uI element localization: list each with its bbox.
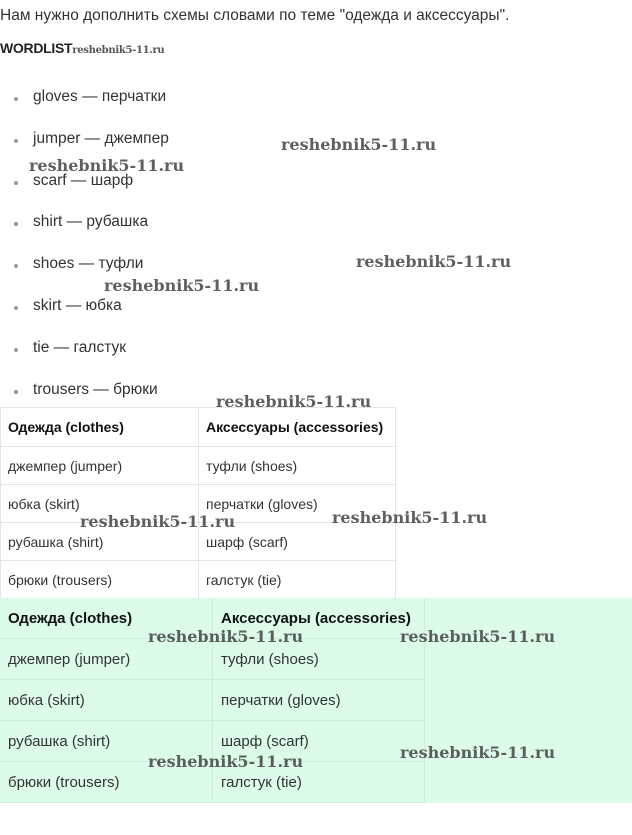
header-accessories: Аксессуары (accessories) — [198, 407, 396, 447]
cell: юбка (skirt) — [0, 484, 199, 523]
intro-text: Нам нужно дополнить схемы словами по тем… — [0, 7, 510, 24]
watermark: reshebnik5-11.ru — [80, 512, 236, 531]
word: tie — галстук — [33, 338, 127, 356]
table-header-row: Одежда (clothes)Аксессуары (accessories) — [0, 598, 425, 639]
word: jumper — джемпер — [33, 129, 169, 147]
cell: рубашка (shirt) — [0, 720, 213, 762]
answer-table-highlighted: Одежда (clothes)Аксессуары (accessories)… — [0, 598, 425, 803]
table-row: юбка (skirt)перчатки (gloves) — [0, 679, 425, 721]
header-accessories: Аксессуары (accessories) — [212, 598, 425, 639]
cell: перчатки (gloves) — [212, 679, 425, 721]
list-item: gloves — перчатки — [14, 88, 169, 130]
cell: юбка (skirt) — [0, 679, 213, 721]
bullet-icon — [14, 347, 18, 352]
table-row: рубашка (shirt)шарф (scarf) — [0, 720, 425, 762]
list-item: jumper — джемпер — [14, 130, 169, 172]
watermark: reshebnik5-11.ru — [356, 252, 512, 271]
word: shirt — рубашка — [33, 213, 149, 231]
word-list: gloves — перчатки jumper — джемпер scarf… — [14, 88, 169, 422]
header-clothes: Одежда (clothes) — [0, 598, 213, 639]
word: scarf — шарф — [33, 171, 134, 189]
watermark: reshebnik5-11.ru — [29, 156, 185, 175]
table-row: брюки (trousers)галстук (tie) — [0, 560, 396, 599]
bullet-icon — [14, 97, 18, 101]
header-clothes: Одежда (clothes) — [0, 407, 199, 447]
table-header-row: Одежда (clothes)Аксессуары (accessories) — [0, 407, 396, 447]
watermark: reshebnik5-11.ru — [216, 392, 372, 411]
table-row: рубашка (shirt)шарф (scarf) — [0, 522, 396, 561]
list-item: trousers — брюки — [14, 381, 169, 423]
bullet-icon — [14, 138, 18, 143]
cell: туфли (shoes) — [212, 638, 425, 680]
watermark: reshebnik5-11.ru — [281, 135, 437, 154]
bullet-icon — [14, 389, 18, 394]
watermark: reshebnik5-11.ru — [400, 743, 556, 762]
word: skirt — юбка — [33, 296, 122, 314]
wordlist-heading: WORDLISTreshebnik5-11.ru — [0, 40, 165, 56]
cell: джемпер (jumper) — [0, 446, 199, 485]
table-row: джемпер (jumper)туфли (shoes) — [0, 446, 396, 485]
cell: джемпер (jumper) — [0, 638, 213, 680]
cell: галстук (tie) — [198, 560, 396, 599]
list-item: shoes — туфли — [14, 255, 169, 297]
bullet-icon — [14, 222, 18, 227]
list-item: skirt — юбка — [14, 297, 169, 339]
cell: рубашка (shirt) — [0, 522, 199, 561]
cell: брюки (trousers) — [0, 761, 213, 803]
watermark: reshebnik5-11.ru — [400, 627, 556, 646]
table-row: брюки (trousers)галстук (tie) — [0, 761, 425, 803]
watermark: reshebnik5-11.ru — [104, 276, 260, 295]
list-item: shirt — рубашка — [14, 213, 169, 255]
cell: шарф (scarf) — [198, 522, 396, 561]
bullet-icon — [14, 180, 18, 185]
word: gloves — перчатки — [33, 88, 167, 105]
bullet-icon — [14, 264, 18, 269]
list-item: scarf — шарф — [14, 172, 169, 214]
word: trousers — брюки — [33, 380, 158, 398]
watermark: reshebnik5-11.ru — [72, 45, 165, 56]
table-row: юбка (skirt)перчатки (gloves) — [0, 484, 396, 523]
cell: туфли (shoes) — [198, 446, 396, 485]
cell: перчатки (gloves) — [198, 484, 396, 523]
cell: галстук (tie) — [212, 761, 425, 803]
watermark: reshebnik5-11.ru — [332, 508, 488, 527]
word: shoes — туфли — [33, 255, 144, 273]
table-row: джемпер (jumper)туфли (shoes) — [0, 638, 425, 680]
answer-table: Одежда (clothes)Аксессуары (accessories)… — [0, 407, 396, 599]
bullet-icon — [14, 305, 18, 310]
wordlist-label: WORDLIST — [0, 40, 73, 56]
cell: брюки (trousers) — [0, 560, 199, 599]
watermark: reshebnik5-11.ru — [148, 627, 304, 646]
cell: шарф (scarf) — [212, 720, 425, 762]
list-item: tie — галстук — [14, 339, 169, 381]
watermark: reshebnik5-11.ru — [148, 752, 304, 771]
